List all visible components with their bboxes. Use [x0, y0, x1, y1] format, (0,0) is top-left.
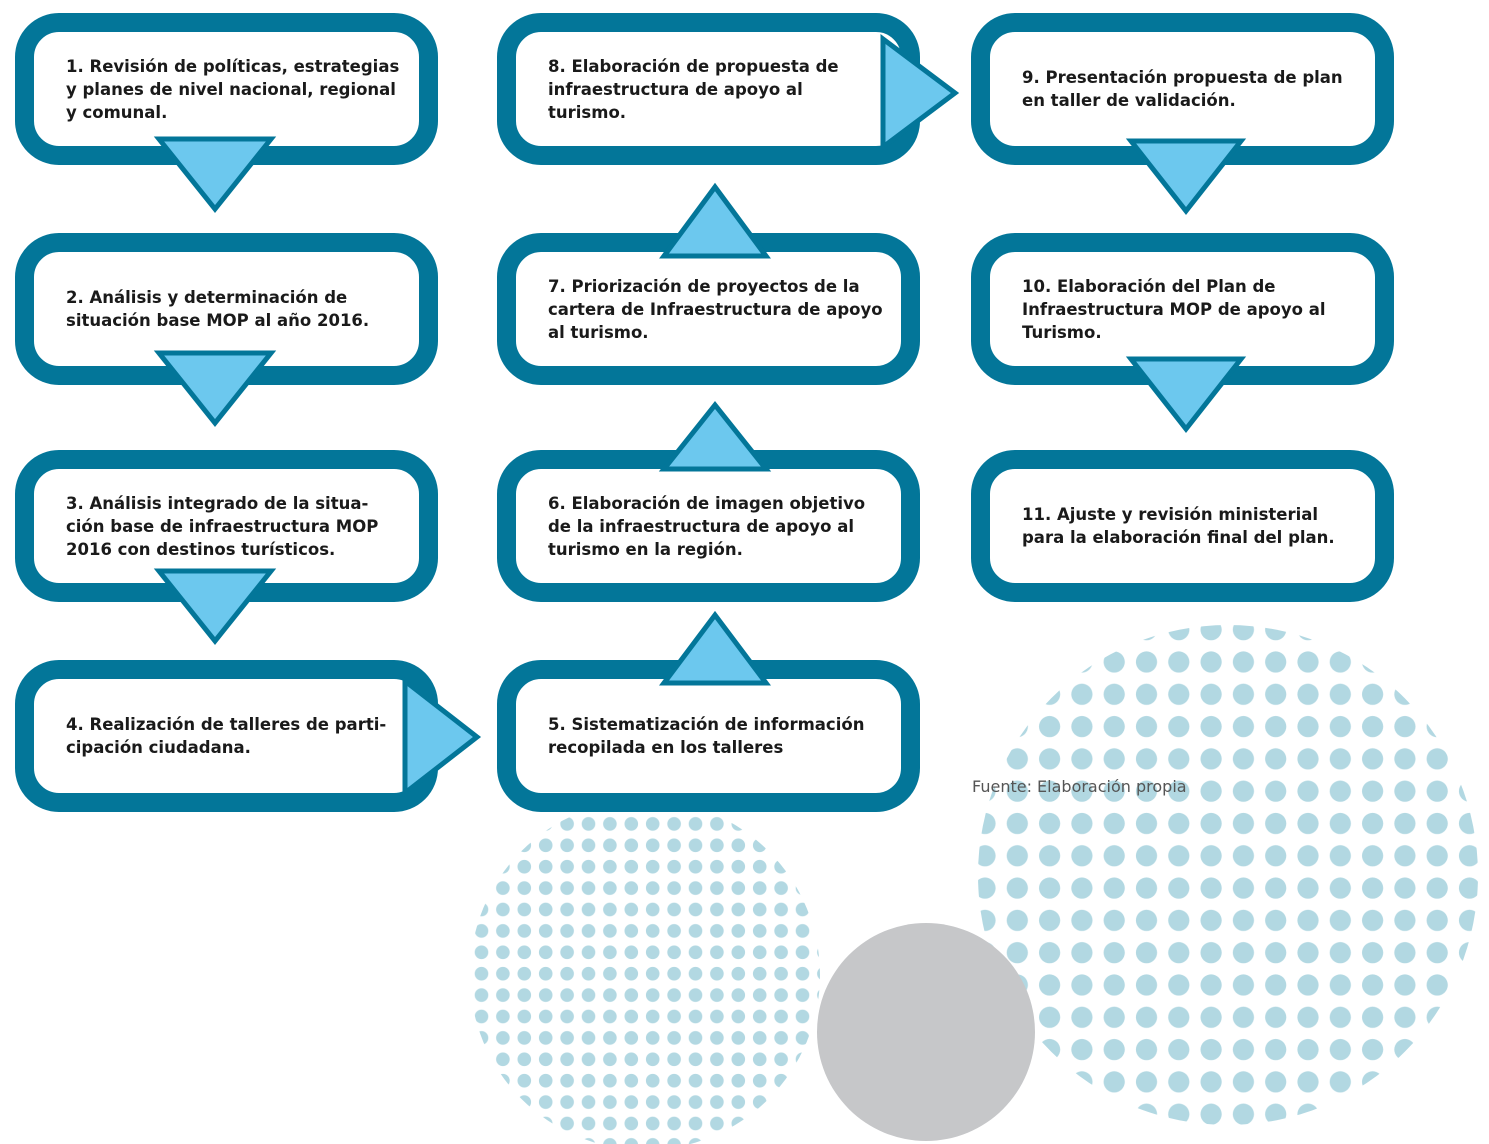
step-text-10: 10. Elaboración del Plan de Infraestruct… — [1022, 276, 1326, 342]
step-text-11: 11. Ajuste y revisión ministerial para l… — [1022, 505, 1335, 547]
step-text-2: 2. Análisis y determinación de situación… — [66, 288, 370, 330]
step-box-10: 10. Elaboración del Plan de Infraestruct… — [971, 233, 1394, 385]
step-box-7: 7. Priorización de proyectos de la carte… — [497, 233, 920, 385]
step-box-8: 8. Elaboración de propuesta de infraestr… — [497, 13, 920, 165]
step-text-9: 9. Presentación propuesta de plan en tal… — [1022, 68, 1343, 110]
step-box-5: 5. Sistematización de información recopi… — [497, 660, 920, 812]
step-text-3: 3. Análisis integrado de la situa-ción b… — [66, 493, 379, 559]
step-box-4: 4. Realización de talleres de parti-cipa… — [15, 660, 438, 812]
arrow-down-10-to-11 — [1125, 356, 1247, 434]
arrow-down-1-to-2 — [153, 136, 277, 214]
step-text-4: 4. Realización de talleres de parti-cipa… — [66, 715, 387, 757]
arrow-right-4-to-5 — [402, 675, 482, 799]
dot-pattern-circle-left — [470, 800, 820, 1144]
step-box-11: 11. Ajuste y revisión ministerial para l… — [971, 450, 1394, 602]
source-caption: Fuente: Elaboración propia — [972, 777, 1187, 796]
step-text-7: 7. Priorización de proyectos de la carte… — [548, 276, 883, 342]
step-text-1: 1. Revisión de políticas, estrategias y … — [66, 56, 400, 122]
arrow-down-9-to-10 — [1125, 138, 1247, 216]
arrow-down-3-to-4 — [153, 568, 277, 646]
step-box-3: 3. Análisis integrado de la situa-ción b… — [15, 450, 438, 602]
dot-pattern-circle-right — [978, 625, 1478, 1125]
arrow-up-5-to-6 — [659, 610, 771, 686]
step-box-6: 6. Elaboración de imagen objetivo de la … — [497, 450, 920, 602]
step-box-1: 1. Revisión de políticas, estrategias y … — [15, 13, 438, 165]
step-text-8: 8. Elaboración de propuesta de infraestr… — [548, 56, 839, 122]
step-text-5: 5. Sistematización de información recopi… — [548, 715, 865, 757]
arrow-right-8-to-9 — [880, 34, 960, 152]
arrow-up-6-to-7 — [658, 400, 772, 472]
grey-circle — [817, 923, 1035, 1141]
arrow-down-2-to-3 — [153, 350, 277, 428]
step-text-6: 6. Elaboración de imagen objetivo de la … — [548, 493, 866, 559]
arrow-up-7-to-8 — [659, 182, 771, 259]
